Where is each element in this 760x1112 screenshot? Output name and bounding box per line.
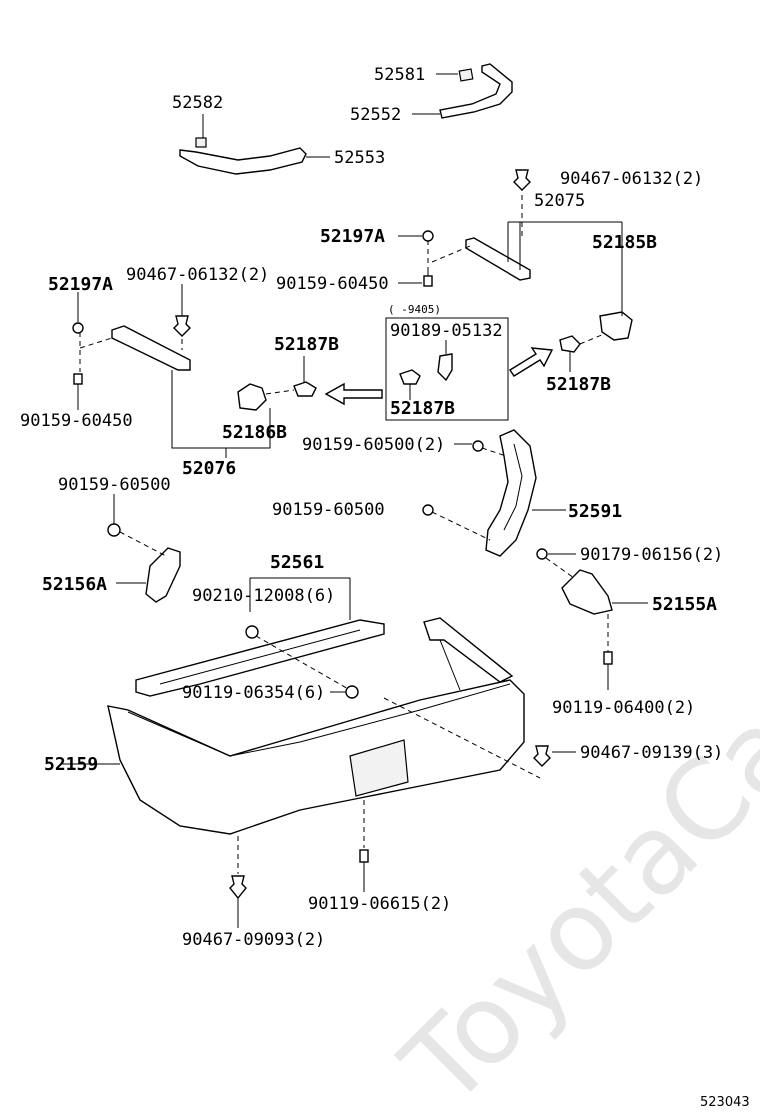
label-90159-60450-left: 90159-60450 bbox=[20, 411, 133, 431]
clip-icon-90467-09139 bbox=[533, 745, 551, 767]
box-note: ( -9405) bbox=[388, 303, 441, 316]
nut-icon-90179-06156 bbox=[536, 548, 548, 560]
clip-52582 bbox=[195, 137, 207, 148]
clip-icon-90189-05132 bbox=[437, 353, 453, 382]
nut-icon-90210-12008 bbox=[245, 625, 259, 639]
label-52552: 52552 bbox=[350, 105, 401, 125]
label-90119-06354: 90119-06354(6) bbox=[182, 683, 325, 703]
bracket-52156A bbox=[145, 547, 181, 603]
bolt-icon-90119-06354 bbox=[345, 685, 359, 699]
clip-icon-52187B-box bbox=[399, 369, 421, 385]
label-52561: 52561 bbox=[270, 552, 324, 573]
bolt-icon-90119-06400 bbox=[603, 651, 613, 665]
clip-icon-52187B-right bbox=[559, 335, 581, 353]
nut-icon-90159-60500-c bbox=[107, 523, 121, 537]
label-90159-60500-b: 90159-60500 bbox=[272, 500, 385, 520]
detail-box bbox=[385, 317, 509, 421]
label-90119-06615: 90119-06615(2) bbox=[308, 894, 451, 914]
bolt-icon-90159-60450-left bbox=[73, 373, 83, 385]
label-90467-06132-top: 90467-06132(2) bbox=[560, 169, 703, 189]
label-90179-06156: 90179-06156(2) bbox=[580, 545, 723, 565]
nut-icon-90159-60500-a bbox=[472, 440, 484, 452]
retainer-52075 bbox=[465, 237, 633, 341]
label-52187B-mid: 52187B bbox=[274, 334, 339, 355]
label-52155A: 52155A bbox=[652, 594, 717, 615]
label-90159-60500-a: 90159-60500(2) bbox=[302, 435, 445, 455]
label-52159: 52159 bbox=[44, 754, 98, 775]
label-52156A: 52156A bbox=[42, 574, 107, 595]
bolt-icon-90119-06615 bbox=[359, 849, 369, 863]
molding-52552 bbox=[439, 63, 513, 119]
label-52075: 52075 bbox=[534, 191, 585, 211]
clip-icon-90467-06132-left bbox=[173, 315, 191, 337]
reinforcement-52561 bbox=[135, 619, 385, 697]
label-52186B: 52186B bbox=[222, 422, 287, 443]
label-90467-09139: 90467-09139(3) bbox=[580, 743, 723, 763]
bracket-52155A bbox=[561, 569, 613, 615]
license-recess bbox=[349, 739, 409, 797]
label-52197A-top: 52197A bbox=[320, 226, 385, 247]
nut-icon-52197A-top bbox=[422, 230, 434, 242]
bracket-52591 bbox=[485, 429, 537, 557]
label-52581: 52581 bbox=[374, 65, 425, 85]
bracket-52186B bbox=[237, 383, 267, 411]
clip-52581 bbox=[458, 68, 474, 82]
label-52553: 52553 bbox=[334, 148, 385, 168]
label-52187B-box: 52187B bbox=[390, 398, 455, 419]
label-52187B-right: 52187B bbox=[546, 374, 611, 395]
label-52591: 52591 bbox=[568, 501, 622, 522]
label-90210-12008: 90210-12008(6) bbox=[192, 586, 335, 606]
nut-icon-90159-60500-b bbox=[422, 504, 434, 516]
clip-icon-52187B-mid bbox=[293, 381, 317, 397]
label-52197A-left: 52197A bbox=[48, 274, 113, 295]
bumper-cover-52159 bbox=[107, 617, 525, 835]
bolt-icon-90159-60450-top bbox=[423, 270, 433, 287]
retainer-52076 bbox=[111, 325, 191, 371]
arrow-left-icon bbox=[324, 382, 383, 406]
label-90159-60450-top: 90159-60450 bbox=[276, 274, 389, 294]
label-90467-06132-left: 90467-06132(2) bbox=[126, 265, 269, 285]
label-52185B: 52185B bbox=[592, 232, 657, 253]
clip-icon-90467-06132-top bbox=[513, 169, 531, 191]
label-90189-05132: 90189-05132 bbox=[390, 321, 503, 341]
diagram-code: 523043 bbox=[700, 1095, 750, 1110]
molding-52553 bbox=[179, 137, 307, 175]
label-90467-09093: 90467-09093(2) bbox=[182, 930, 325, 950]
label-52582: 52582 bbox=[172, 93, 223, 113]
label-90159-60500-c: 90159-60500 bbox=[58, 475, 171, 495]
nut-icon-52197A-left bbox=[72, 322, 84, 334]
label-52076: 52076 bbox=[182, 458, 236, 479]
arrow-right-icon bbox=[509, 347, 554, 377]
clip-icon-90467-09093 bbox=[229, 875, 247, 900]
label-90119-06400: 90119-06400(2) bbox=[552, 698, 695, 718]
